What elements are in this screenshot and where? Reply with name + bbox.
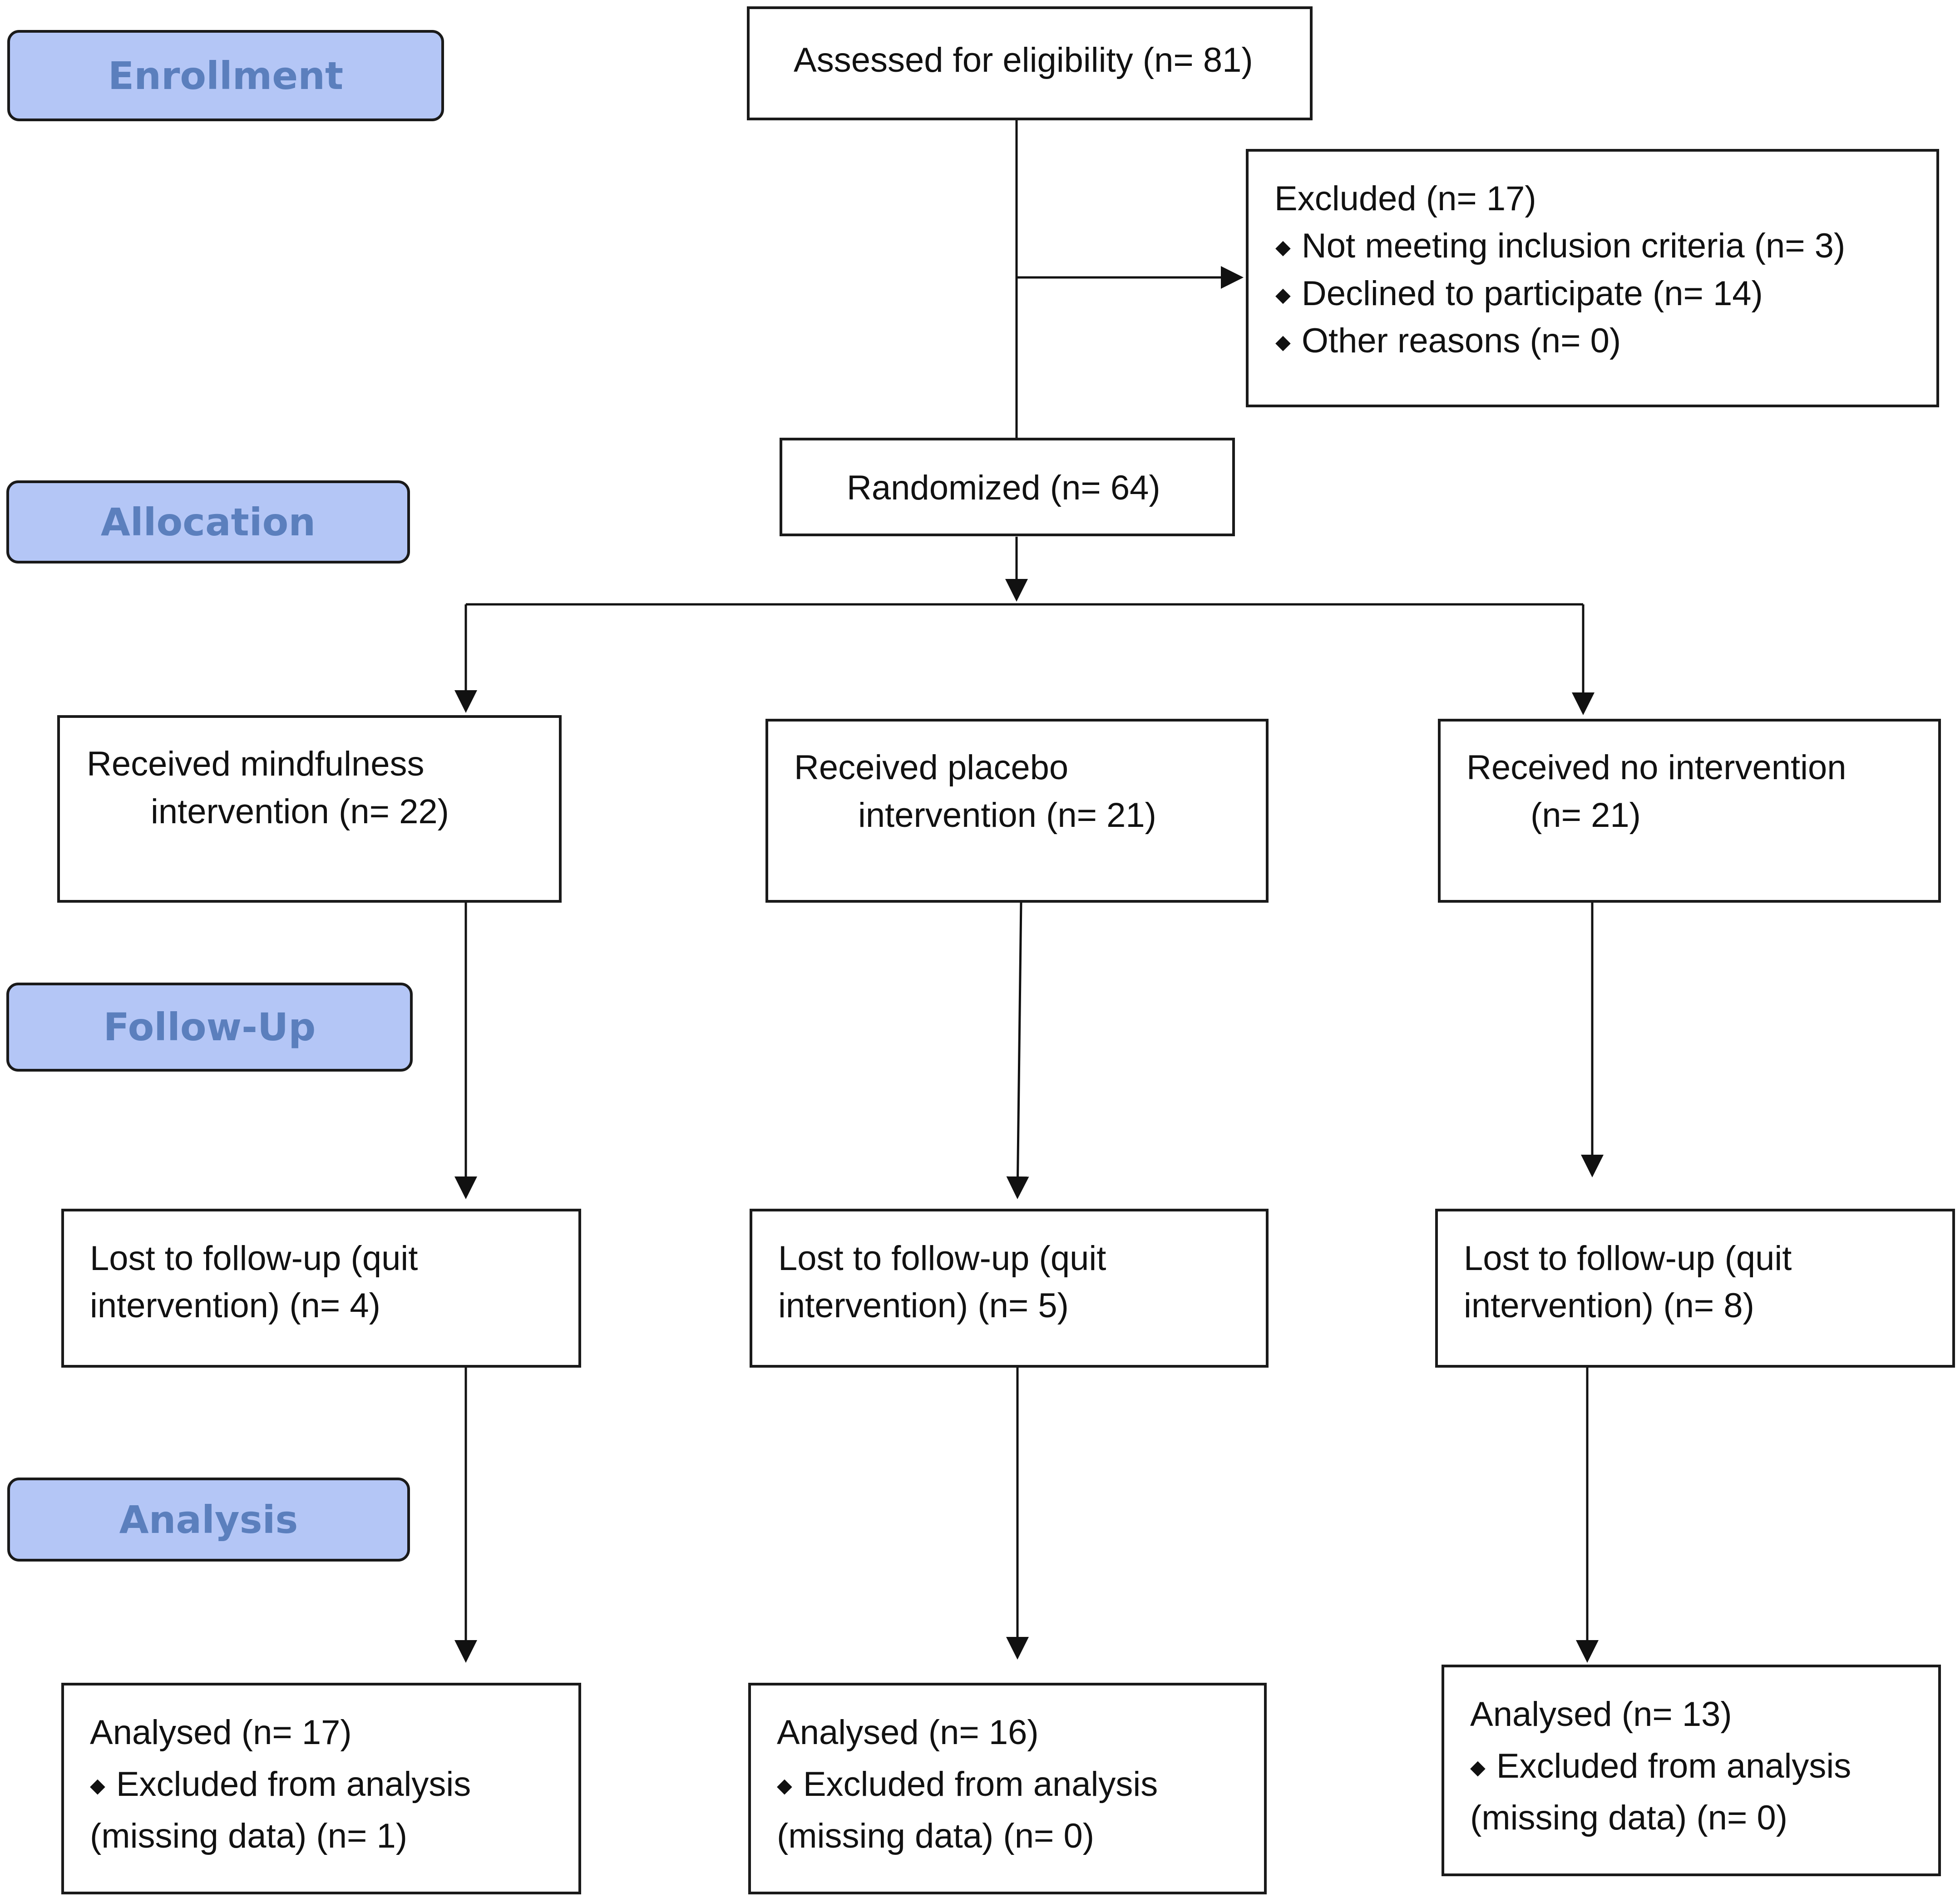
bullet-icon: ◆ (777, 1774, 792, 1797)
randomized-text: Randomized (n= 64) (847, 469, 1160, 507)
arm1-excluded-analysis: ◆Excluded from analysis (90, 1761, 471, 1809)
stage-enrollment: Enrollment (7, 30, 444, 121)
arm1-analysed-box: Analysed (n= 17) ◆Excluded from analysis… (61, 1683, 581, 1894)
arm1-received-line1: Received mindfulness (87, 745, 425, 783)
arm3-received-line1: Received no intervention (1466, 748, 1846, 787)
arm2-analysed-box: Analysed (n= 16) ◆Excluded from analysis… (748, 1683, 1267, 1894)
bullet-icon: ◆ (1275, 331, 1291, 353)
arm3-analysed-box: Analysed (n= 13) ◆Excluded from analysis… (1442, 1665, 1941, 1876)
arm3-lost-line1: Lost to follow-up (quit (1464, 1239, 1792, 1278)
arm1-lost-line1: Lost to follow-up (quit (90, 1239, 418, 1278)
arm3-lost-line2: intervention) (n= 8) (1464, 1286, 1754, 1325)
arm2-excluded-analysis-detail: (missing data) (n= 0) (777, 1817, 1095, 1855)
randomized-box: Randomized (n= 64) (780, 438, 1235, 536)
arm3-excluded-analysis-detail: (missing data) (n= 0) (1470, 1799, 1788, 1837)
excluded-item: ◆Declined to participate (n= 14) (1275, 270, 1763, 319)
arm2-received-box: Received placebo intervention (n= 21) (765, 719, 1269, 903)
arm1-analysed-title: Analysed (n= 17) (90, 1713, 352, 1752)
arm1-lost-box: Lost to follow-up (quit intervention) (n… (61, 1209, 581, 1368)
arm1-lost-line2: intervention) (n= 4) (90, 1286, 380, 1325)
arm3-lost-box: Lost to follow-up (quit intervention) (n… (1435, 1209, 1955, 1368)
connector-arm2-lost (1006, 901, 1029, 1199)
arm2-excluded-analysis: ◆Excluded from analysis (777, 1761, 1158, 1809)
arm1-excluded-analysis-detail: (missing data) (n= 1) (90, 1817, 408, 1855)
bullet-icon: ◆ (90, 1774, 105, 1797)
excluded-item: ◆Not meeting inclusion criteria (n= 3) (1275, 222, 1845, 271)
assessed-text: Assessed for eligibility (n= 81) (794, 41, 1253, 79)
arm2-lost-box: Lost to follow-up (quit intervention) (n… (750, 1209, 1269, 1368)
arm1-received-box: Received mindfulness intervention (n= 22… (57, 715, 562, 903)
arm2-lost-line1: Lost to follow-up (quit (778, 1239, 1106, 1278)
arm2-received-line2: intervention (n= 21) (858, 796, 1156, 835)
bullet-icon: ◆ (1275, 236, 1291, 258)
arm2-analysed-title: Analysed (n= 16) (777, 1713, 1039, 1752)
assessed-box: Assessed for eligibility (n= 81) (747, 6, 1313, 120)
arm2-received-line1: Received placebo (794, 748, 1069, 787)
bullet-icon: ◆ (1275, 284, 1291, 306)
arm1-received-line2: intervention (n= 22) (151, 792, 449, 831)
arm3-received-box: Received no intervention (n= 21) (1438, 719, 1941, 903)
excluded-item: ◆Other reasons (n= 0) (1275, 317, 1621, 366)
arm3-analysed-title: Analysed (n= 13) (1470, 1695, 1732, 1734)
excluded-box: Excluded (n= 17) ◆Not meeting inclusion … (1246, 149, 1939, 407)
bullet-icon: ◆ (1470, 1756, 1486, 1779)
arm3-received-line2: (n= 21) (1530, 796, 1641, 835)
stage-allocation: Allocation (6, 480, 410, 563)
arm3-excluded-analysis: ◆Excluded from analysis (1470, 1743, 1851, 1791)
stage-follow-up: Follow-Up (6, 983, 413, 1072)
stage-analysis: Analysis (7, 1478, 410, 1562)
arm2-lost-line2: intervention) (n= 5) (778, 1286, 1069, 1325)
excluded-title: Excluded (n= 17) (1274, 179, 1536, 218)
